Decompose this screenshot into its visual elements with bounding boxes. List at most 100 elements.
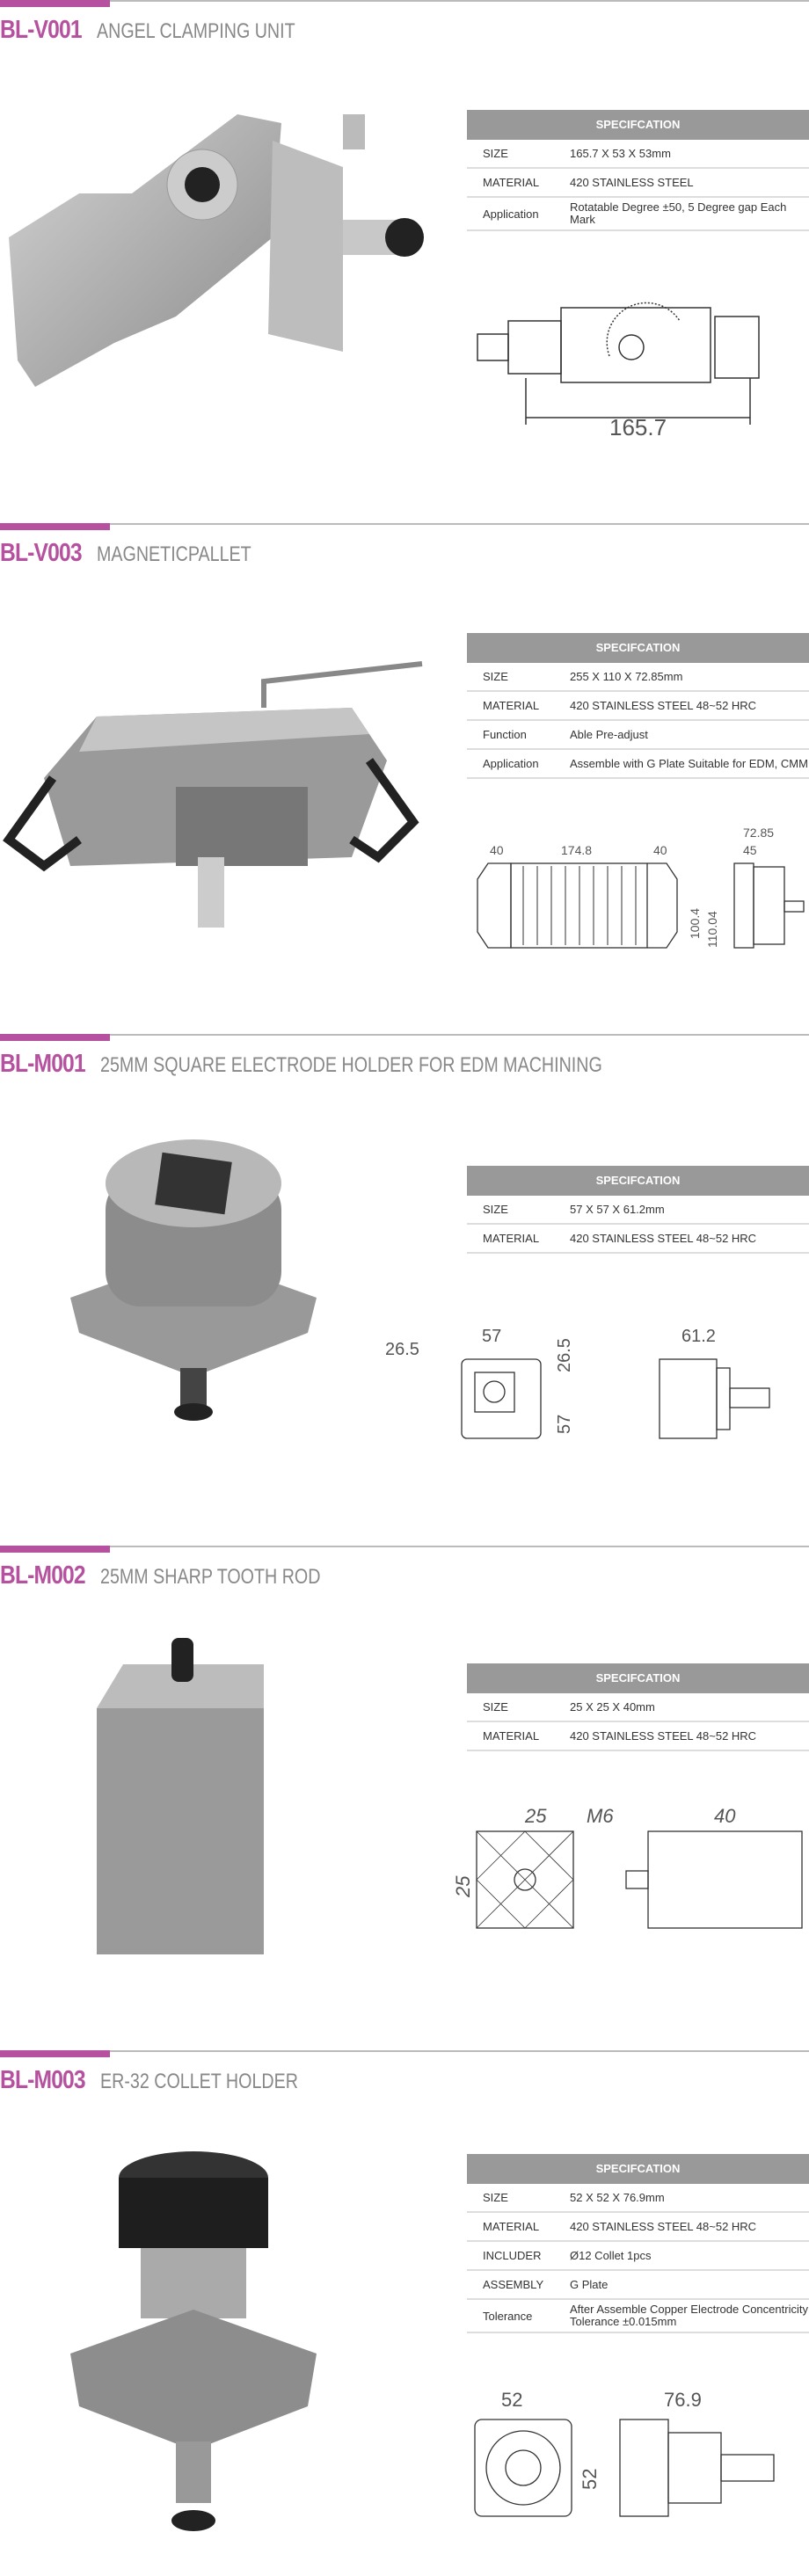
spec-label: SIZE [483, 2191, 508, 2204]
spec-header: SPECIFCATION [467, 633, 809, 663]
product-name: 25MM SHARP TOOTH ROD [100, 1565, 321, 1589]
product-title: BL-M003 ER-32 COLLET HOLDER [0, 2066, 342, 2095]
spec-value: Assemble with G Plate Suitable for EDM, … [570, 756, 808, 770]
spec-value: Able Pre-adjust [570, 727, 648, 741]
spec-value: 420 STAINLESS STEEL [570, 175, 694, 189]
spec-value: Rotatable Degree ±50, 5 Degree gap Each … [570, 200, 787, 226]
spec-label: SIZE [483, 1700, 508, 1714]
dimension-label: 61.2 [681, 1327, 716, 1346]
spec-header: SPECIFCATION [467, 2154, 809, 2184]
technical-drawing: 26.5 57 26.5 57 61.2 [385, 1327, 770, 1439]
technical-drawing: 40 174.8 40 100.4 110.04 72.85 45 [477, 826, 805, 949]
spec-label: MATERIAL [483, 1232, 540, 1245]
spec-row: SIZE 255 X 110 X 72.85mm [467, 663, 809, 692]
product-bl-v001: BL-V001 ANGEL CLAMPING UNIT SPECIFCATION… [0, 0, 809, 523]
product-name: MAGNETICPALLET [96, 542, 251, 566]
product-code: BL-V001 [0, 16, 83, 44]
accent-bar [0, 1546, 110, 1553]
spec-label: Application [483, 757, 539, 770]
spec-label: Function [483, 728, 527, 741]
spec-value: 57 X 57 X 61.2mm [570, 1202, 665, 1216]
spec-label: SIZE [483, 670, 508, 683]
spec-table: SPECIFCATION SIZE 57 X 57 X 61.2mm MATERI… [467, 1166, 809, 1254]
dimension-label: 26.5 [555, 1338, 574, 1372]
product-bl-v003: BL-V003 MAGNETICPALLET SPECIFCATION SIZE… [0, 523, 809, 1034]
dimension-label: 45 [743, 843, 757, 857]
accent-bar [0, 2050, 110, 2057]
product-photo [70, 1139, 317, 1421]
spec-value: 25 X 25 X 40mm [570, 1699, 655, 1714]
dimension-label: 57 [555, 1415, 574, 1434]
accent-bar [0, 1034, 110, 1041]
product-title: BL-V003 MAGNETICPALLET [0, 539, 285, 568]
spec-label: MATERIAL [483, 1729, 540, 1743]
spec-value: 255 X 110 X 72.85mm [570, 669, 683, 683]
dimension-label: 40 [714, 1805, 736, 1827]
product-title: BL-M001 25MM SQUARE ELECTRODE HOLDER FOR… [0, 1050, 712, 1079]
divider [0, 0, 809, 2]
product-code: BL-M001 [0, 1050, 86, 1078]
spec-label: SIZE [483, 1203, 508, 1216]
spec-table: SPECIFCATION SIZE 255 X 110 X 72.85mm MAT… [467, 633, 809, 779]
product-photo [3, 661, 423, 928]
spec-header: SPECIFCATION [467, 1663, 809, 1693]
spec-row: SIZE 52 X 52 X 76.9mm [467, 2184, 809, 2213]
product-photo [70, 2151, 317, 2531]
spec-row: MATERIAL 420 STAINLESS STEEL [467, 169, 809, 198]
technical-drawing: 25 25 M6 40 [452, 1805, 803, 1929]
spec-value: 420 STAINLESS STEEL 48~52 HRC [570, 2219, 757, 2233]
dimension-label: 76.9 [664, 2389, 702, 2411]
dimension-label: 25 [524, 1805, 547, 1827]
spec-label: SIZE [483, 147, 508, 160]
spec-row: MATERIAL 420 STAINLESS STEEL 48~52 HRC [467, 1225, 809, 1254]
divider [0, 523, 809, 525]
product-bl-m003: BL-M003 ER-32 COLLET HOLDER SPECIFCATION… [0, 2050, 809, 2576]
technical-drawing: 165.7 [477, 302, 760, 440]
dimension-label: 52 [579, 2469, 601, 2490]
dimension-label: 110.04 [705, 911, 719, 948]
product-name: ER-32 COLLET HOLDER [100, 2070, 299, 2093]
spec-row: SIZE 57 X 57 X 61.2mm [467, 1196, 809, 1225]
spec-row: Application Rotatable Degree ±50, 5 Degre… [467, 198, 809, 231]
spec-row: Application Assemble with G Plate Suitabl… [467, 750, 809, 779]
divider [0, 1034, 809, 1036]
product-bl-m001: BL-M001 25MM SQUARE ELECTRODE HOLDER FOR… [0, 1034, 809, 1546]
dimension-label: 100.4 [688, 908, 702, 939]
spec-row: Function Able Pre-adjust [467, 721, 809, 750]
product-name: ANGEL CLAMPING UNIT [96, 19, 295, 43]
divider [0, 2050, 809, 2052]
spec-label: ASSEMBLY [483, 2278, 544, 2291]
product-title: BL-M002 25MM SHARP TOOTH ROD [0, 1561, 369, 1590]
spec-row: ASSEMBLY G Plate [467, 2271, 809, 2300]
spec-label: MATERIAL [483, 176, 540, 189]
dimension-label: M6 [587, 1805, 614, 1827]
spec-table: SPECIFCATION SIZE 52 X 52 X 76.9mm MATERI… [467, 2154, 809, 2333]
accent-bar [0, 0, 110, 7]
technical-drawing: 52 52 76.9 [474, 2389, 775, 2517]
spec-header: SPECIFCATION [467, 1166, 809, 1196]
spec-row: MATERIAL 420 STAINLESS STEEL 48~52 HRC [467, 692, 809, 721]
spec-value: 52 X 52 X 76.9mm [570, 2190, 665, 2204]
dimension-label: 40 [490, 843, 504, 857]
product-bl-m002: BL-M002 25MM SHARP TOOTH ROD SPECIFCATIO… [0, 1546, 809, 2050]
spec-label: MATERIAL [483, 699, 540, 712]
spec-value: 420 STAINLESS STEEL 48~52 HRC [570, 698, 757, 712]
dimension-label: 26.5 [385, 1340, 419, 1359]
spec-row: SIZE 25 X 25 X 40mm [467, 1693, 809, 1722]
product-title: BL-V001 ANGEL CLAMPING UNIT [0, 16, 339, 45]
product-code: BL-M002 [0, 1561, 86, 1590]
dimension-label: 57 [482, 1327, 501, 1346]
spec-value: 420 STAINLESS STEEL 48~52 HRC [570, 1231, 757, 1245]
spec-table: SPECIFCATION SIZE 25 X 25 X 40mm MATERIAL… [467, 1663, 809, 1751]
dimension-label: 40 [653, 843, 667, 857]
spec-value: Ø12 Collet 1pcs [570, 2248, 652, 2262]
spec-value: G Plate [570, 2277, 609, 2291]
dimension-label: 165.7 [609, 414, 667, 440]
spec-label: Application [483, 207, 539, 221]
spec-value: After Assemble Copper Electrode Concentr… [570, 2303, 808, 2328]
spec-label: INCLUDER [483, 2249, 542, 2262]
